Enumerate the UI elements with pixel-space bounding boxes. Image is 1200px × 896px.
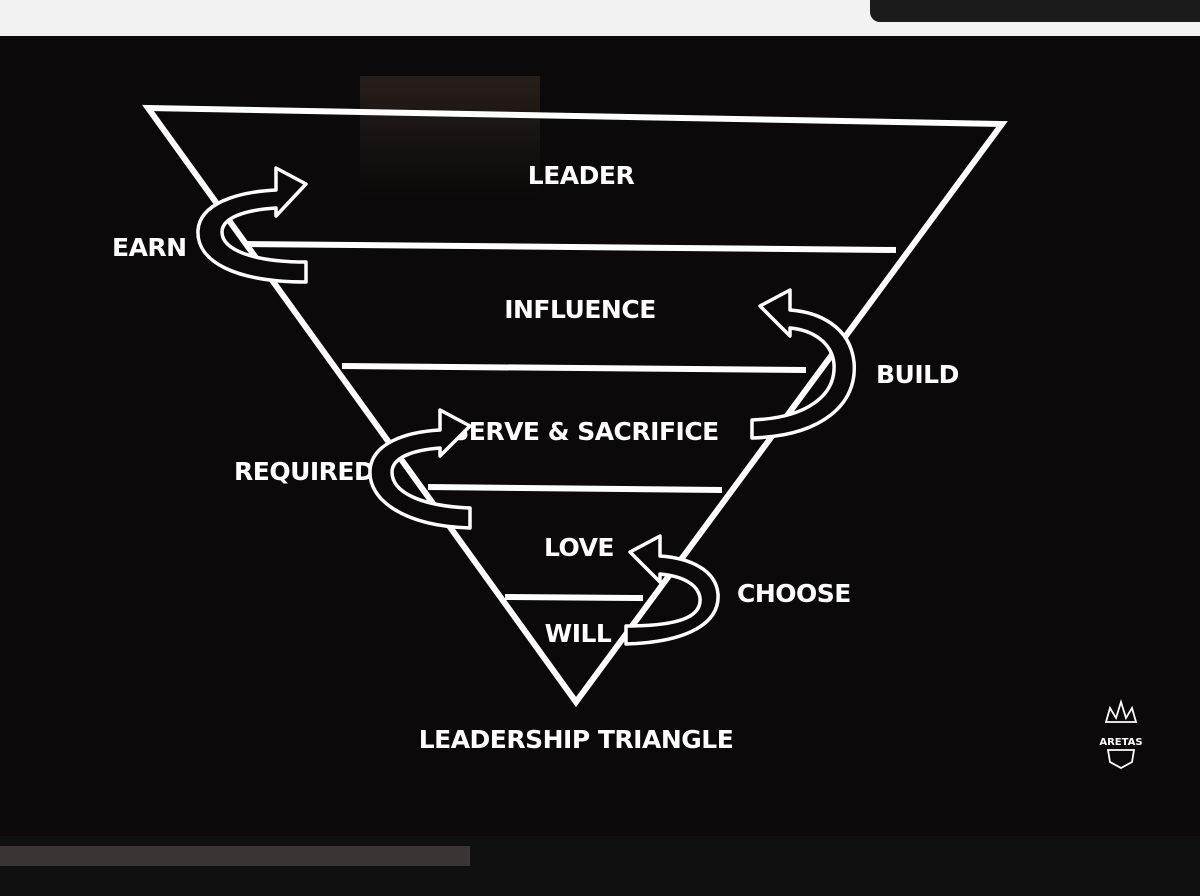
aretas-logo: ARETAS [1099, 702, 1142, 768]
level-divider-2 [342, 366, 806, 370]
side-label-required: REQUIRED [234, 457, 374, 486]
side-label-earn: EARN [112, 233, 187, 262]
shield-icon [1108, 750, 1134, 768]
choose-curved-arrow-icon [626, 536, 718, 644]
side-label-build: BUILD [876, 360, 959, 389]
level-label-serve-sacrifice: SERVE & SACRIFICE [451, 417, 719, 446]
level-divider-1 [246, 244, 896, 250]
level-label-will: WILL [545, 619, 612, 648]
crown-icon [1106, 702, 1136, 722]
build-curved-arrow-icon [752, 290, 854, 438]
logo-text: ARETAS [1099, 737, 1142, 748]
level-divider-3 [428, 487, 722, 490]
earn-curved-arrow-icon [198, 168, 306, 282]
level-label-leader: LEADER [528, 161, 635, 190]
level-label-influence: INFLUENCE [504, 295, 656, 324]
side-label-choose: CHOOSE [737, 579, 851, 608]
required-curved-arrow-icon [370, 410, 470, 528]
level-label-love: LOVE [544, 533, 614, 562]
level-divider-4 [505, 597, 643, 598]
diagram-caption: LEADERSHIP TRIANGLE [419, 725, 734, 754]
